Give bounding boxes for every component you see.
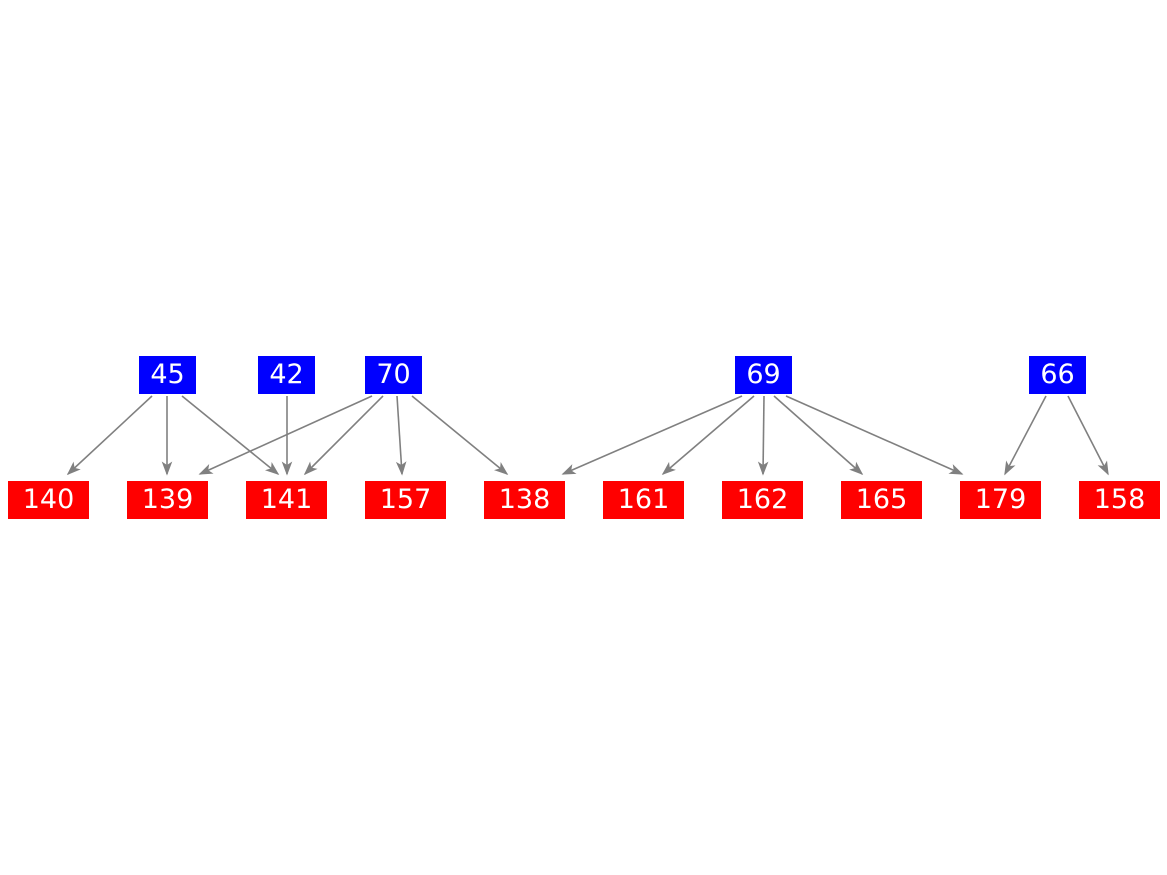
node-label: 42 [269,358,304,390]
target-node-179[interactable]: 179 [960,481,1041,519]
edge-70-to-141 [303,395,384,476]
node-label: 141 [260,483,313,515]
node-label: 70 [376,358,411,390]
source-node-69[interactable]: 69 [735,356,792,394]
node-label: 161 [617,483,670,515]
edge-69-to-161 [661,395,755,476]
node-label: 158 [1093,483,1146,515]
edge-70-to-138 [411,395,509,476]
target-node-157[interactable]: 157 [365,481,446,519]
edge-70-to-139 [198,395,373,475]
node-label: 165 [855,483,908,515]
target-node-162[interactable]: 162 [722,481,803,519]
node-label: 162 [736,483,789,515]
source-node-70[interactable]: 70 [365,356,422,394]
target-node-165[interactable]: 165 [841,481,922,519]
node-label: 45 [150,358,185,390]
edge-69-to-138 [561,395,743,475]
node-label: 66 [1040,358,1075,390]
node-label: 139 [141,483,194,515]
target-node-141[interactable]: 141 [246,481,327,519]
edge-69-to-162 [757,395,769,476]
edges-group [66,395,1109,476]
edge-66-to-179 [1004,395,1047,476]
source-node-66[interactable]: 66 [1029,356,1086,394]
node-label: 157 [379,483,432,515]
edge-45-to-140 [66,395,153,476]
edge-66-to-158 [1067,395,1109,476]
source-node-45[interactable]: 45 [139,356,196,394]
target-node-140[interactable]: 140 [8,481,89,519]
target-node-161[interactable]: 161 [603,481,684,519]
node-label: 179 [974,483,1027,515]
edge-70-to-157 [395,395,407,476]
node-label: 69 [746,358,781,390]
source-node-42[interactable]: 42 [258,356,315,394]
target-node-158[interactable]: 158 [1079,481,1160,519]
edge-45-to-141 [181,395,280,476]
node-label: 140 [22,483,75,515]
node-label: 138 [498,483,551,515]
target-node-138[interactable]: 138 [484,481,565,519]
edge-69-to-165 [773,395,864,476]
target-node-139[interactable]: 139 [127,481,208,519]
edge-69-to-179 [785,395,964,475]
